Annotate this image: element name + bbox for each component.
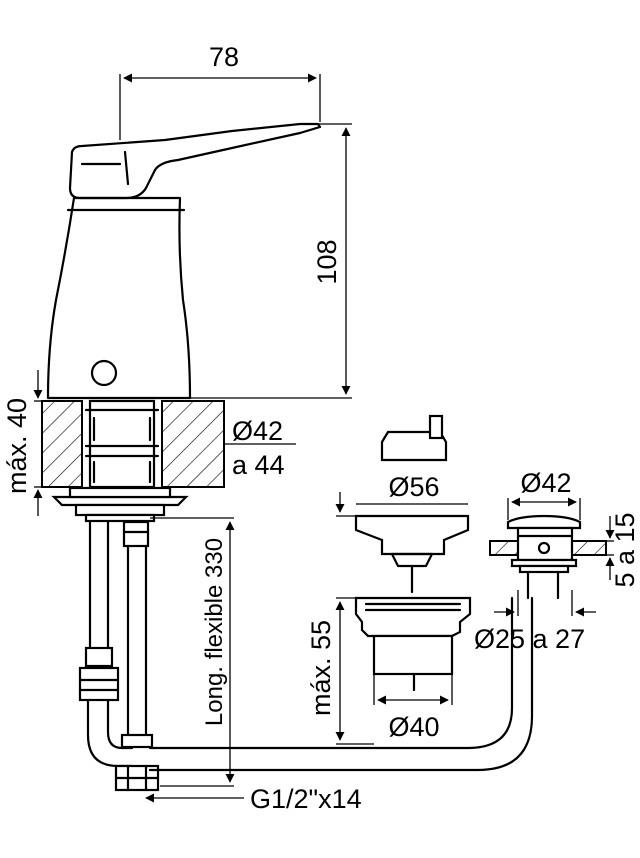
- popup-rod: [148, 596, 534, 772]
- dim-connection: G1/2"x14: [250, 784, 362, 814]
- dim-popup-diameter: Ø42: [520, 468, 571, 498]
- dim-waste-cap-diameter: Ø56: [388, 472, 439, 502]
- waste-valve: [354, 414, 472, 692]
- flexible-hoses: [78, 520, 160, 792]
- popup-fitting: [489, 514, 607, 600]
- dim-popup-hole: Ø25 a 27: [474, 624, 585, 654]
- deck-section: [41, 399, 225, 523]
- dim-width-top: 78: [209, 42, 239, 72]
- dim-waste-body-diameter: Ø40: [388, 712, 439, 742]
- dim-max-deck: máx. 40: [2, 398, 32, 494]
- lever-handle: [68, 122, 322, 200]
- dim-height-total: 108: [312, 239, 342, 284]
- mixer-tap: [46, 122, 322, 400]
- dimension-lines: [33, 73, 615, 803]
- aerator-hole: [90, 359, 118, 387]
- dim-hole-diameter-a: Ø42: [232, 416, 283, 446]
- dim-flexible-length: Long. flexible 330: [201, 538, 228, 726]
- tap-body: [46, 196, 192, 400]
- dim-popup-thickness: 5 a 15: [610, 512, 640, 587]
- dim-hole-diameter-b: a 44: [232, 450, 285, 480]
- dim-waste-max: máx. 55: [306, 620, 336, 716]
